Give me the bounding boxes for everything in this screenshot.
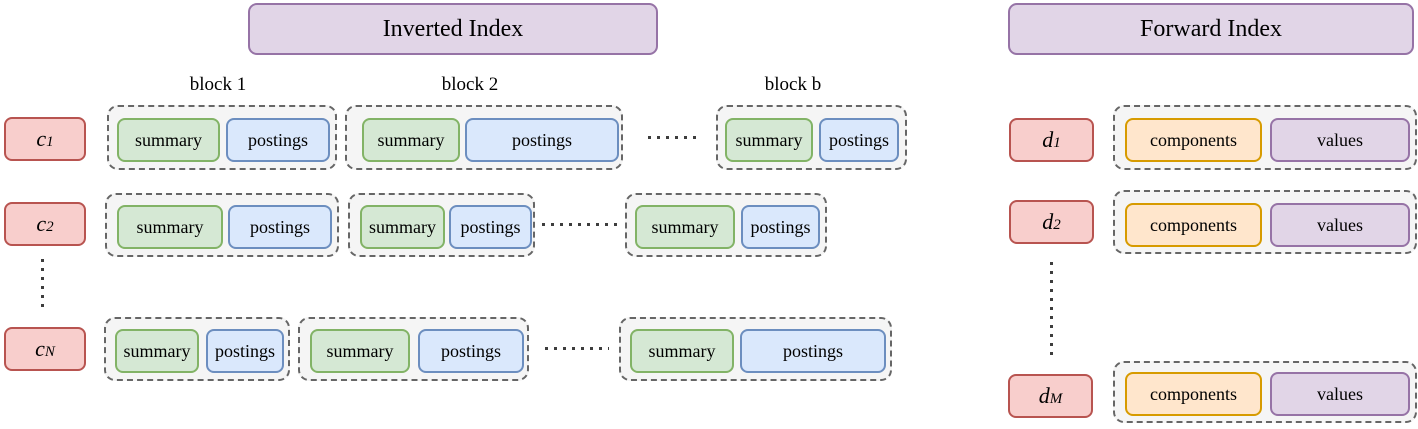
- postings-cell: postings: [741, 205, 820, 249]
- block-container-cN-b2: summary postings: [298, 317, 529, 381]
- block-container-cN-b1: summary postings: [104, 317, 290, 381]
- components-cell: components: [1125, 372, 1262, 416]
- column-header-block-1: block 1: [189, 74, 247, 95]
- record-container-dM: components values: [1113, 361, 1417, 423]
- values-cell: values: [1270, 118, 1410, 162]
- postings-cell: postings: [206, 329, 284, 373]
- forward-index-header: Forward Index: [1008, 3, 1414, 55]
- row-label-base: c: [36, 211, 47, 236]
- block-container-c1-b2: summary postings: [345, 105, 623, 170]
- values-cell: values: [1270, 203, 1410, 247]
- row-label-base: d: [1038, 383, 1050, 408]
- vertical-ellipsis-inverted: [41, 259, 44, 309]
- horizontal-ellipsis-c2: [542, 223, 618, 226]
- record-container-d2: components values: [1113, 190, 1417, 254]
- column-header-block-b: block b: [764, 74, 822, 95]
- postings-cell: postings: [740, 329, 886, 373]
- row-label-base: c: [36, 126, 47, 151]
- postings-cell: postings: [418, 329, 524, 373]
- components-cell: components: [1125, 203, 1262, 247]
- postings-cell: postings: [226, 118, 330, 162]
- postings-cell: postings: [449, 205, 532, 249]
- summary-cell: summary: [360, 205, 445, 249]
- inverted-index-title: Inverted Index: [382, 15, 524, 42]
- horizontal-ellipsis-c1: [648, 136, 702, 139]
- block-container-cN-bb: summary postings: [619, 317, 892, 381]
- forward-index-title: Forward Index: [1140, 15, 1282, 42]
- summary-cell: summary: [310, 329, 410, 373]
- block-container-c1-bb: summary postings: [716, 105, 907, 170]
- block-container-c2-b1: summary postings: [105, 193, 339, 257]
- postings-cell: postings: [819, 118, 899, 162]
- summary-cell: summary: [117, 205, 223, 249]
- summary-cell: summary: [630, 329, 734, 373]
- block-container-c2-b2: summary postings: [348, 193, 535, 257]
- summary-cell: summary: [117, 118, 220, 162]
- postings-cell: postings: [228, 205, 332, 249]
- values-cell: values: [1270, 372, 1410, 416]
- column-header-block-2: block 2: [441, 74, 499, 95]
- postings-cell: postings: [465, 118, 619, 162]
- components-cell: components: [1125, 118, 1262, 162]
- row-label-base: c: [35, 336, 45, 361]
- block-container-c2-bb: summary postings: [625, 193, 827, 257]
- record-container-d1: components values: [1113, 105, 1417, 170]
- summary-cell: summary: [635, 205, 735, 249]
- row-label-base: d: [1042, 127, 1054, 152]
- vertical-ellipsis-forward: [1050, 262, 1053, 355]
- summary-cell: summary: [362, 118, 460, 162]
- summary-cell: summary: [115, 329, 199, 373]
- row-label-base: d: [1042, 209, 1054, 234]
- horizontal-ellipsis-cN: [545, 347, 609, 350]
- block-container-c1-b1: summary postings: [107, 105, 337, 170]
- inverted-index-header: Inverted Index: [248, 3, 658, 55]
- summary-cell: summary: [725, 118, 813, 162]
